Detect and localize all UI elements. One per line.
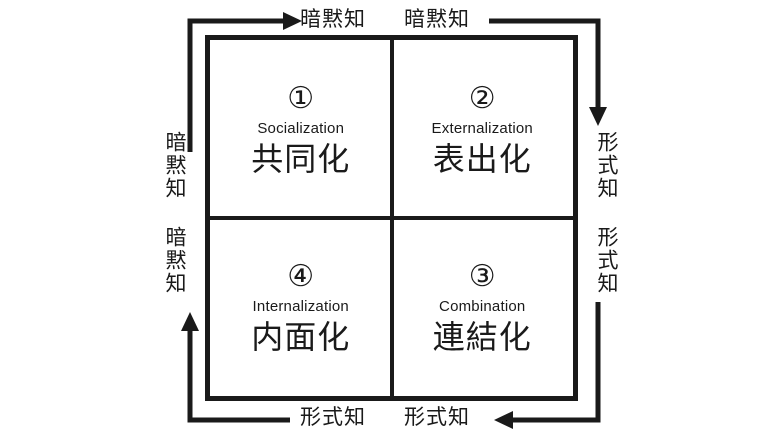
label-top-right-tacit: 暗黙知 — [404, 8, 470, 31]
quadrant-name-kanji: 表出化 — [432, 140, 532, 177]
top-right-arrow-line — [489, 18, 601, 108]
arrowhead-up-icon — [181, 312, 199, 331]
bottom-right-arrow-line — [512, 302, 601, 423]
quadrant-name-kanji: 共同化 — [251, 140, 351, 177]
matrix-grid: ① Socialization 共同化 ② Externalization 表出… — [205, 35, 578, 401]
quadrant-externalization: ② Externalization 表出化 — [392, 40, 574, 218]
label-top-left-tacit: 暗黙知 — [300, 8, 366, 31]
label-left-upper-tacit: 暗黙知 — [163, 131, 186, 200]
arrowhead-right-icon — [283, 12, 302, 30]
label-bottom-left-explicit: 形式知 — [300, 406, 366, 429]
bottom-left-arrow — [181, 312, 290, 423]
quadrant-number: ① — [287, 81, 315, 115]
top-left-arrow — [187, 12, 302, 152]
label-bottom-right-explicit: 形式知 — [404, 406, 470, 429]
quadrant-number: ③ — [468, 259, 496, 293]
quadrant-number: ② — [468, 81, 496, 115]
quadrant-name-english: Combination — [439, 297, 526, 315]
quadrant-name-kanji: 連結化 — [432, 318, 532, 355]
label-left-lower-tacit: 暗黙知 — [163, 226, 186, 295]
grid-horizontal-divider — [210, 216, 573, 220]
label-right-lower-explicit: 形式知 — [595, 226, 618, 295]
quadrant-combination: ③ Combination 連結化 — [392, 218, 574, 396]
arrowhead-left-icon — [494, 411, 513, 429]
quadrant-socialization: ① Socialization 共同化 — [210, 40, 392, 218]
bottom-right-arrow — [494, 302, 601, 429]
label-right-upper-explicit: 形式知 — [595, 131, 618, 200]
quadrant-name-kanji: 内面化 — [251, 318, 351, 355]
quadrant-name-english: Internalization — [252, 297, 349, 315]
quadrant-name-english: Socialization — [257, 119, 345, 137]
top-right-arrow — [489, 18, 607, 126]
arrowhead-down-icon — [589, 107, 607, 126]
quadrant-internalization: ④ Internalization 内面化 — [210, 218, 392, 396]
quadrant-number: ④ — [287, 259, 315, 293]
top-left-arrow-line — [187, 18, 284, 152]
quadrant-name-english: Externalization — [431, 119, 533, 137]
bottom-left-arrow-line — [187, 330, 290, 423]
